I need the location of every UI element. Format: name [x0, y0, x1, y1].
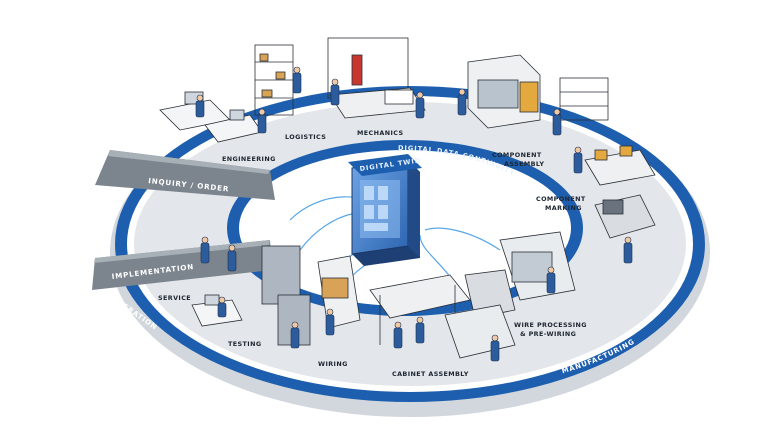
inquiry-order-band — [95, 150, 275, 200]
worker-mechanics-2 — [415, 91, 425, 119]
station-label-mechanics: MECHANICS — [357, 129, 403, 137]
worker-cabinet-assembly-2 — [393, 321, 403, 349]
station-label-cabinet-assembly: CABINET ASSEMBLY — [392, 370, 469, 378]
worker-mechanics — [330, 78, 340, 106]
worker-engineering-1 — [195, 94, 205, 118]
inquiry-order-band-top — [108, 150, 270, 174]
worker-cabinet-assembly — [415, 316, 425, 344]
station-label-wire-processing-1: WIRE PROCESSING — [514, 321, 587, 329]
station-label-wiring: WIRING — [318, 360, 348, 368]
implementation-band — [92, 240, 272, 290]
worker-service-1 — [200, 236, 210, 264]
digital-twin-cabinet: DIGITAL TWIN — [348, 154, 422, 266]
worker-wire-processing-2 — [490, 334, 500, 362]
station-props — [159, 37, 656, 359]
worker-marking — [573, 146, 583, 174]
worker-component-assembly — [457, 88, 467, 116]
station-label-wire-processing-2: & PRE-WIRING — [520, 330, 576, 338]
worker-testing — [290, 321, 300, 349]
worker-service-2 — [227, 244, 237, 272]
station-label-component-marking-2: MARKING — [545, 204, 582, 212]
worker-wire-processing — [546, 266, 556, 294]
ring-label-planning: PLANNING — [115, 102, 152, 143]
worker-component-assembly-2 — [552, 108, 562, 136]
station-label-logistics: LOGISTICS — [285, 133, 326, 141]
station-label-component-assembly-2: ASSEMBLY — [504, 160, 544, 168]
worker-engineering-2 — [257, 108, 267, 134]
worker-wiring — [325, 308, 335, 336]
implementation-band-top — [94, 240, 270, 263]
station-label-testing: TESTING — [228, 340, 261, 348]
workers — [195, 66, 633, 362]
station-label-component-assembly-1: COMPONENT — [492, 151, 542, 159]
station-label-service: SERVICE — [158, 294, 191, 302]
worker-logistics — [292, 66, 302, 94]
worker-marking-2 — [623, 236, 633, 264]
worker-testing-desk — [217, 296, 227, 318]
station-label-engineering: ENGINEERING — [222, 155, 276, 163]
station-label-component-marking-1: COMPONENT — [536, 195, 586, 203]
